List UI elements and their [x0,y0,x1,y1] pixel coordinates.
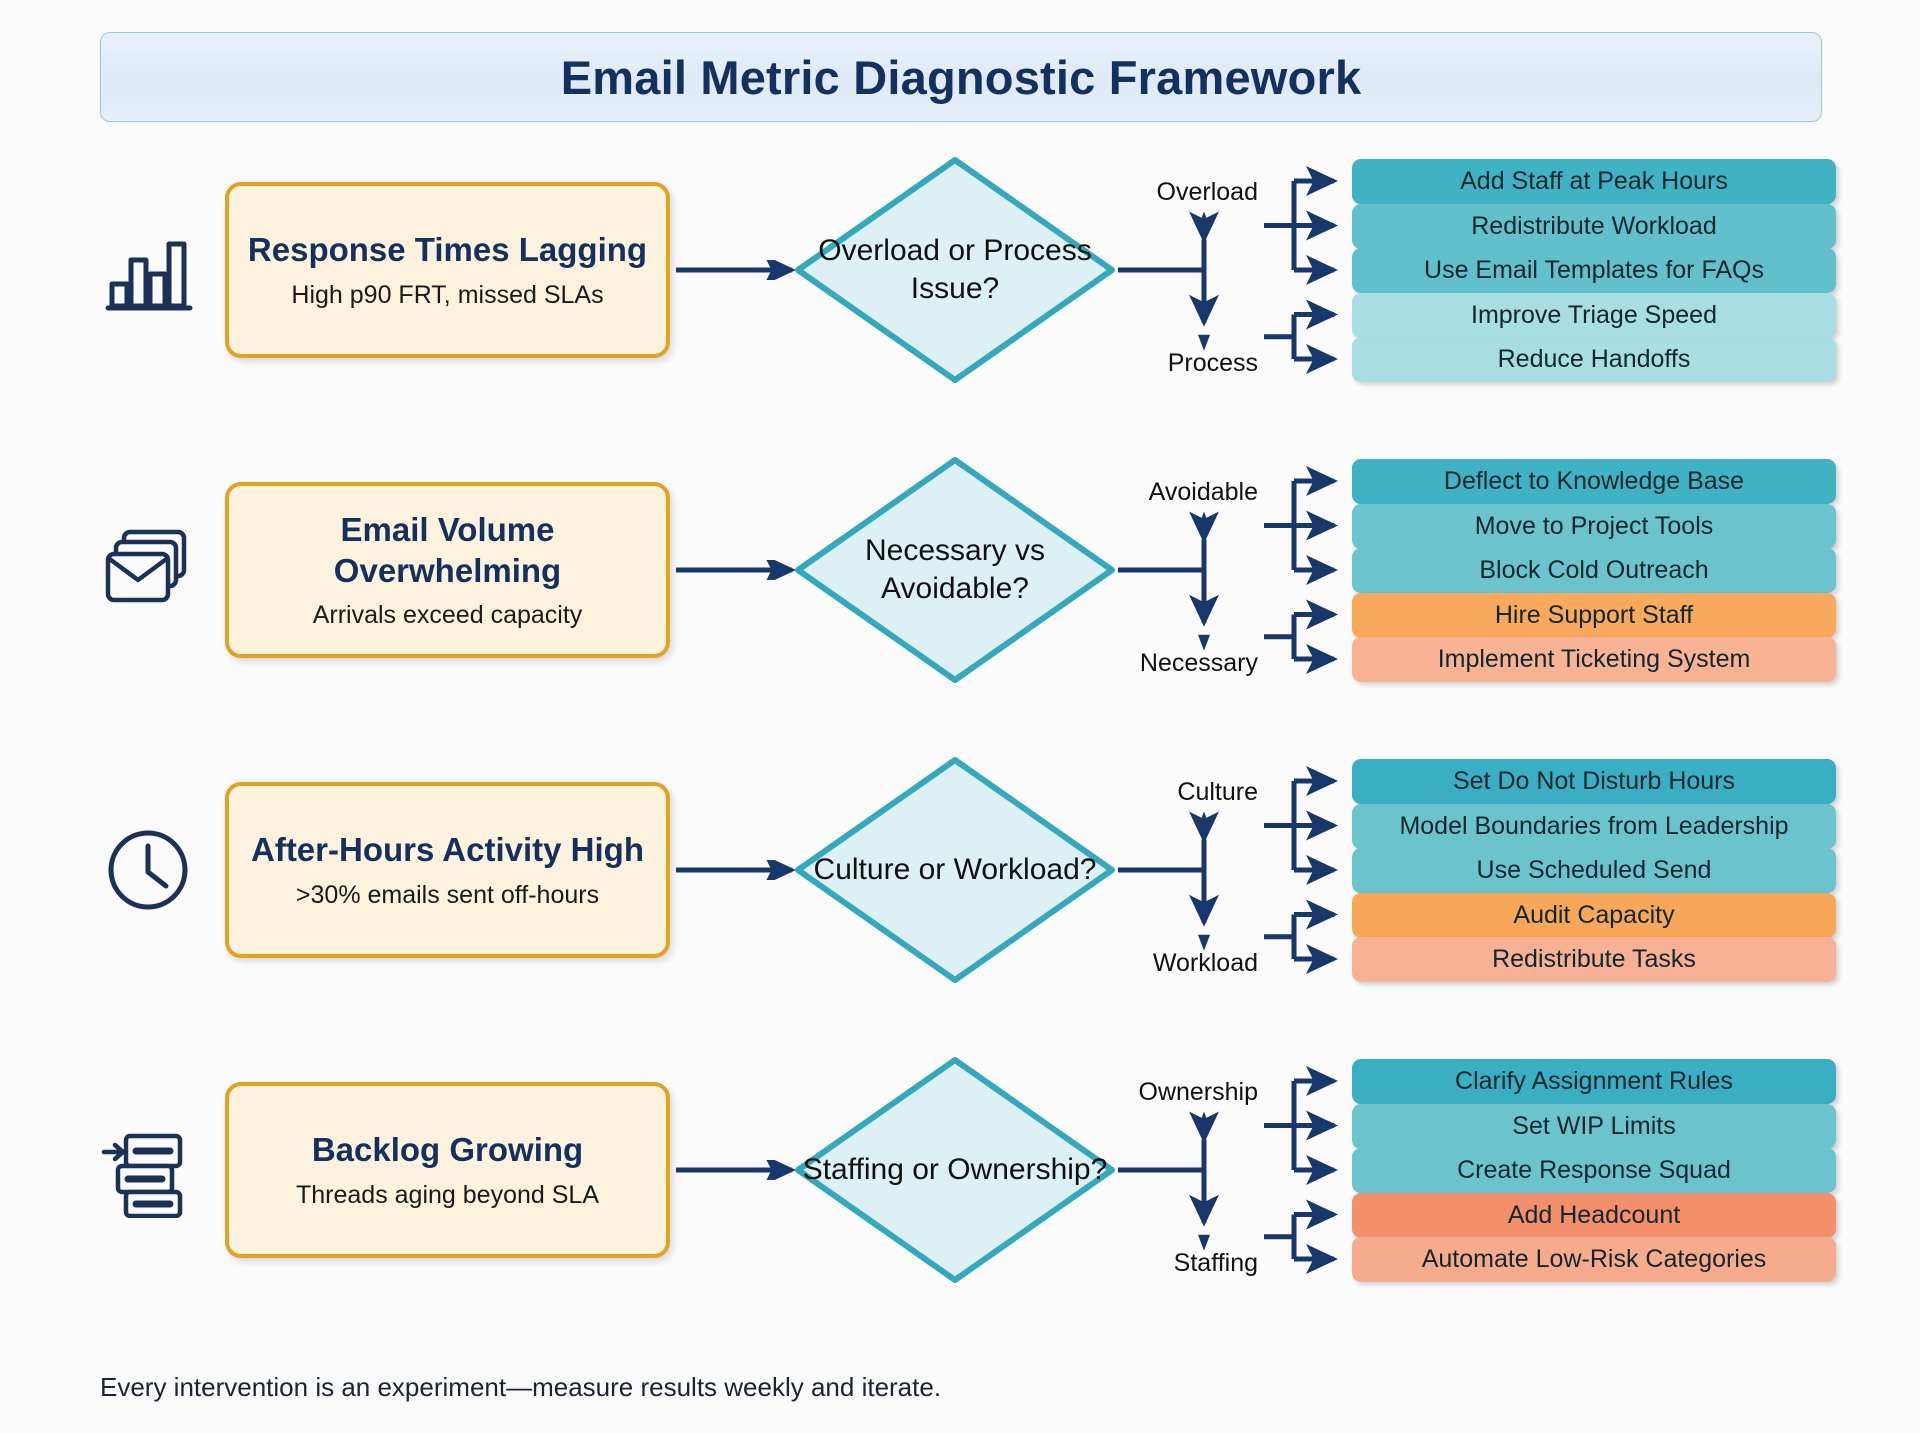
action-box[interactable]: Audit Capacity [1352,892,1836,938]
action-box[interactable]: Create Response Squad [1352,1148,1836,1193]
decision-label: Staffing or Ownership? [802,1153,1108,1187]
clock-icon [96,818,200,922]
problem-title: Email Volume Overwhelming [333,511,562,589]
page-title: Email Metric Diagnostic Framework [560,50,1362,104]
problem-subtitle: Threads aging beyond SLA [296,1180,599,1209]
action-box[interactable]: Use Email Templates for FAQs [1352,248,1836,293]
footer-note: Every intervention is an experiment—meas… [100,1372,942,1402]
decision-diamond[interactable]: Overload or Process Issue? [790,152,1120,388]
action-box[interactable]: Set WIP Limits [1352,1103,1836,1149]
problem-subtitle: High p90 FRT, missed SLAs [291,280,604,309]
problem-title: Backlog Growing [311,1131,584,1169]
connector-problem-to-decision [676,255,804,285]
decision-label: Overload or Process Issue? [818,234,1092,305]
diagnostic-row: After-Hours Activity High >30% emails sen… [0,752,1920,988]
branch-label: Avoidable [1148,477,1258,506]
page-title-banner: Email Metric Diagnostic Framework [100,32,1822,122]
problem-subtitle: Arrivals exceed capacity [312,600,583,629]
decision-diamond[interactable]: Necessary vs Avoidable? [790,452,1120,688]
decision-label: Culture or Workload? [813,853,1097,887]
stacked-envelopes-icon [96,518,200,622]
problem-subtitle: >30% emails sent off-hours [295,880,600,909]
action-box[interactable]: Move to Project Tools [1352,503,1836,549]
decision-label: Necessary vs Avoidable? [864,534,1046,605]
branch-label: Process [1167,348,1258,377]
backlog-queue-icon [96,1118,200,1222]
action-box[interactable]: Model Boundaries from Leadership [1352,803,1836,849]
branch-label: Ownership [1138,1077,1259,1106]
branch-label: Necessary [1139,648,1258,677]
action-box[interactable]: Add Staff at Peak Hours [1352,159,1836,204]
connector-problem-to-decision [676,555,804,585]
branch-label: Staffing [1173,1248,1258,1277]
action-box[interactable]: Redistribute Workload [1352,203,1836,249]
action-box[interactable]: Reduce Handoffs [1352,337,1836,382]
action-box[interactable]: Automate Low-Risk Categories [1352,1237,1836,1282]
action-box[interactable]: Deflect to Knowledge Base [1352,459,1836,504]
connector-problem-to-decision [676,855,804,885]
decision-diamond[interactable]: Staffing or Ownership? [790,1052,1120,1288]
action-box[interactable]: Block Cold Outreach [1352,548,1836,593]
problem-card[interactable]: After-Hours Activity High >30% emails sen… [225,782,670,958]
action-box[interactable]: Redistribute Tasks [1352,937,1836,982]
action-box[interactable]: Implement Ticketing System [1352,637,1836,682]
action-box[interactable]: Use Scheduled Send [1352,848,1836,893]
connector-problem-to-decision [676,1155,804,1185]
action-box[interactable]: Clarify Assignment Rules [1352,1059,1836,1104]
action-box[interactable]: Hire Support Staff [1352,592,1836,638]
action-box[interactable]: Add Headcount [1352,1192,1836,1238]
branch-label: Culture [1177,777,1258,806]
action-box[interactable]: Improve Triage Speed [1352,292,1836,338]
problem-title: Response Times Lagging [247,231,648,269]
bar-chart-icon [96,218,200,322]
action-box[interactable]: Set Do Not Disturb Hours [1352,759,1836,804]
branch-label: Workload [1152,948,1258,977]
problem-title: After-Hours Activity High [251,831,644,869]
branch-label: Overload [1156,177,1258,206]
decision-diamond[interactable]: Culture or Workload? [790,752,1120,988]
